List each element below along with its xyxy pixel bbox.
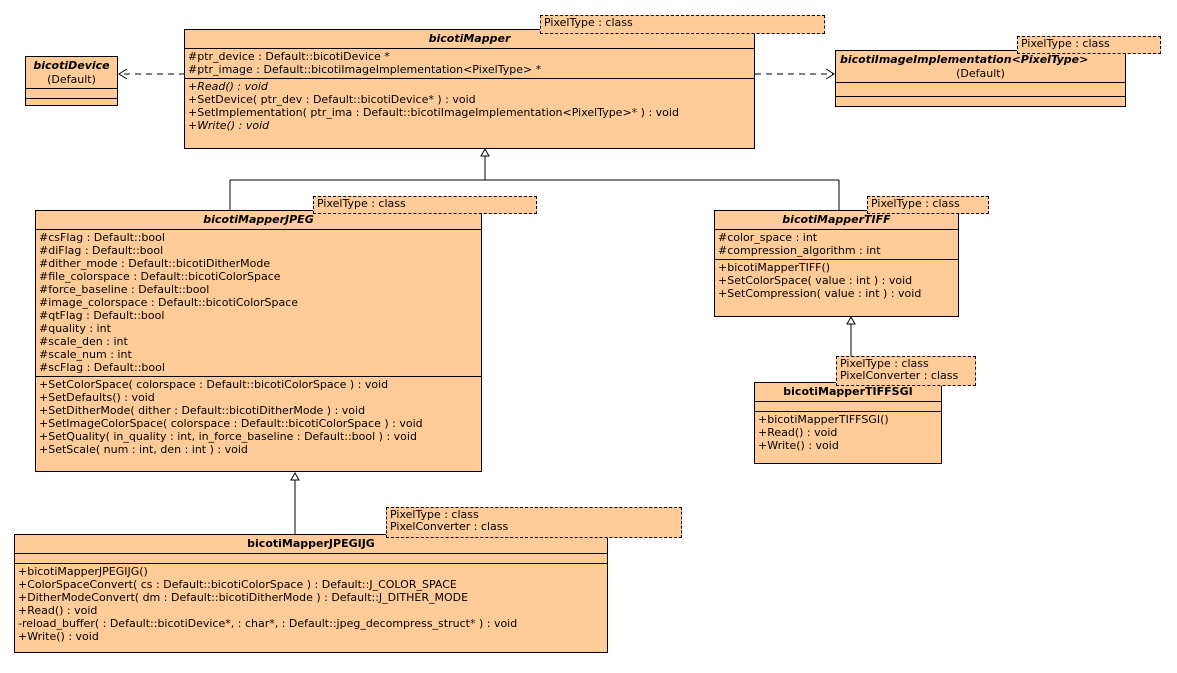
attribute-row: #diFlag : Default::bool xyxy=(39,244,164,257)
operations-compartment: +SetColorSpace( colorspace : Default::bi… xyxy=(36,377,481,458)
class-header: bicotiMapperJPEG xyxy=(36,211,481,230)
attribute-row: #compression_algorithm : int xyxy=(718,244,881,257)
operation-row: +SetScale( num : int, den : int ) : void xyxy=(39,443,248,456)
class-name: bicotiMapperTIFFSGI xyxy=(783,385,913,398)
operation-row: -reload_buffer( : Default::bicotiDevice*… xyxy=(18,617,518,630)
operations-compartment xyxy=(26,99,117,108)
class-header: bicotiMapperTIFFSGI xyxy=(755,383,941,402)
class-name: bicotiMapperJPEG xyxy=(203,213,314,226)
template-params: PixelType : class xyxy=(1017,36,1161,54)
operation-row: +Write() : void xyxy=(18,630,99,643)
template-params: PixelType : class PixelConverter : class xyxy=(836,356,976,386)
class-stereotype: (Default) xyxy=(956,67,1005,80)
template-param: PixelType : class xyxy=(871,197,960,210)
operation-row: +SetImageColorSpace( colorspace : Defaul… xyxy=(39,417,423,430)
template-param: PixelConverter : class xyxy=(390,520,509,533)
template-param: PixelType : class xyxy=(544,16,633,29)
operation-row: +bicotiMapperTIFF() xyxy=(718,261,831,274)
class-header: bicotiDevice (Default) xyxy=(26,57,117,89)
attributes-compartment xyxy=(15,554,607,564)
template-params: PixelType : class xyxy=(867,196,989,214)
template-params: PixelType : class xyxy=(540,15,825,34)
operation-row: +DitherModeConvert( dm : Default::bicoti… xyxy=(18,591,469,604)
operation-row: +SetDefaults() : void xyxy=(39,391,155,404)
attribute-row: #quality : int xyxy=(39,322,111,335)
class-bicoti-mapper-jpegijg[interactable]: bicotiMapperJPEGIJG +bicotiMapperJPEGIJG… xyxy=(14,534,608,653)
template-param: PixelType : class xyxy=(840,357,929,370)
class-stereotype: (Default) xyxy=(47,73,96,86)
class-name: bicotiImageImplementation<PixelType> xyxy=(840,53,1089,66)
operations-compartment xyxy=(836,97,1125,108)
operation-row: +ColorSpaceConvert( cs : Default::bicoti… xyxy=(18,578,457,591)
operation-row: +SetColorSpace( colorspace : Default::bi… xyxy=(39,378,389,391)
attribute-row: #scFlag : Default::bool xyxy=(39,361,165,374)
operation-row: +Read() : void xyxy=(188,80,268,93)
class-header: bicotiMapperJPEGIJG xyxy=(15,535,607,554)
template-params: PixelType : class PixelConverter : class xyxy=(386,507,682,538)
attribute-row: #csFlag : Default::bool xyxy=(39,231,165,244)
operations-compartment: +bicotiMapperTIFFSGI() +Read() : void +W… xyxy=(755,412,941,454)
class-name: bicotiMapperJPEGIJG xyxy=(247,537,375,550)
class-header: bicotiMapperTIFF xyxy=(715,211,958,230)
attributes-compartment xyxy=(755,402,941,412)
attribute-row: #ptr_device : Default::bicotiDevice * xyxy=(188,50,390,63)
attribute-row: #ptr_image : Default::bicotiImageImpleme… xyxy=(188,63,542,76)
class-name: bicotiMapper xyxy=(428,32,511,45)
operation-row: +SetDitherMode( dither : Default::bicoti… xyxy=(39,404,366,417)
class-bicoti-mapper-tiffsgi[interactable]: bicotiMapperTIFFSGI +bicotiMapperTIFFSGI… xyxy=(754,382,942,464)
operation-row: +SetQuality( in_quality : int, in_force_… xyxy=(39,430,417,443)
operation-row: +Read() : void xyxy=(18,604,98,617)
operation-row: +SetCompression( value : int ) : void xyxy=(718,287,922,300)
class-name: bicotiDevice xyxy=(33,59,110,72)
class-name: bicotiMapperTIFF xyxy=(782,213,891,226)
dependency-mapper-device xyxy=(118,68,185,80)
generalization-to-mapper xyxy=(229,147,840,210)
attribute-row: #qtFlag : Default::bool xyxy=(39,309,165,322)
operation-row: +Read() : void xyxy=(758,426,838,439)
attribute-row: #color_space : int xyxy=(718,231,818,244)
dependency-mapper-image-implementation xyxy=(755,68,835,80)
operations-compartment: +bicotiMapperJPEGIJG() +ColorSpaceConver… xyxy=(15,564,607,645)
attribute-row: #dither_mode : Default::bicotiDitherMode xyxy=(39,257,271,270)
template-param: PixelType : class xyxy=(317,197,406,210)
attributes-compartment: #color_space : int #compression_algorith… xyxy=(715,230,958,260)
class-bicoti-image-implementation[interactable]: bicotiImageImplementation<PixelType> (De… xyxy=(835,50,1126,107)
operation-row: +bicotiMapperJPEGIJG() xyxy=(18,565,148,578)
attribute-row: #image_colorspace : Default::bicotiColor… xyxy=(39,296,299,309)
operations-compartment: +Read() : void +SetDevice( ptr_dev : Def… xyxy=(185,79,754,134)
generalization-jpegijg-to-jpeg xyxy=(290,471,300,534)
class-bicoti-mapper-tiff[interactable]: bicotiMapperTIFF #color_space : int #com… xyxy=(714,210,959,317)
template-param: PixelConverter : class xyxy=(840,369,959,382)
template-params: PixelType : class xyxy=(313,196,537,214)
attributes-compartment xyxy=(836,83,1125,97)
attribute-row: #scale_den : int xyxy=(39,335,128,348)
attributes-compartment xyxy=(26,89,117,99)
attribute-row: #force_baseline : Default::bool xyxy=(39,283,210,296)
operation-row: +Write() : void xyxy=(758,439,839,452)
attributes-compartment: #csFlag : Default::bool #diFlag : Defaul… xyxy=(36,230,481,377)
operation-row: +bicotiMapperTIFFSGI() xyxy=(758,413,889,426)
attributes-compartment: #ptr_device : Default::bicotiDevice * #p… xyxy=(185,49,754,79)
operations-compartment: +bicotiMapperTIFF() +SetColorSpace( valu… xyxy=(715,260,958,302)
operation-row: +SetColorSpace( value : int ) : void xyxy=(718,274,913,287)
class-header: bicotiMapper xyxy=(185,30,754,49)
operation-row: +SetDevice( ptr_dev : Default::bicotiDev… xyxy=(188,93,476,106)
attribute-row: #file_colorspace : Default::bicotiColorS… xyxy=(39,270,281,283)
template-param: PixelType : class xyxy=(1021,37,1110,50)
template-param: PixelType : class xyxy=(390,508,479,521)
operation-row: +Write() : void xyxy=(188,119,270,132)
class-bicoti-mapper-jpeg[interactable]: bicotiMapperJPEG #csFlag : Default::bool… xyxy=(35,210,482,472)
class-bicoti-device[interactable]: bicotiDevice (Default) xyxy=(25,56,118,106)
operation-row: +SetImplementation( ptr_ima : Default::b… xyxy=(188,106,679,119)
class-bicoti-mapper[interactable]: bicotiMapper #ptr_device : Default::bico… xyxy=(184,29,755,149)
attribute-row: #scale_num : int xyxy=(39,348,132,361)
class-header: bicotiImageImplementation<PixelType> (De… xyxy=(836,51,1125,83)
